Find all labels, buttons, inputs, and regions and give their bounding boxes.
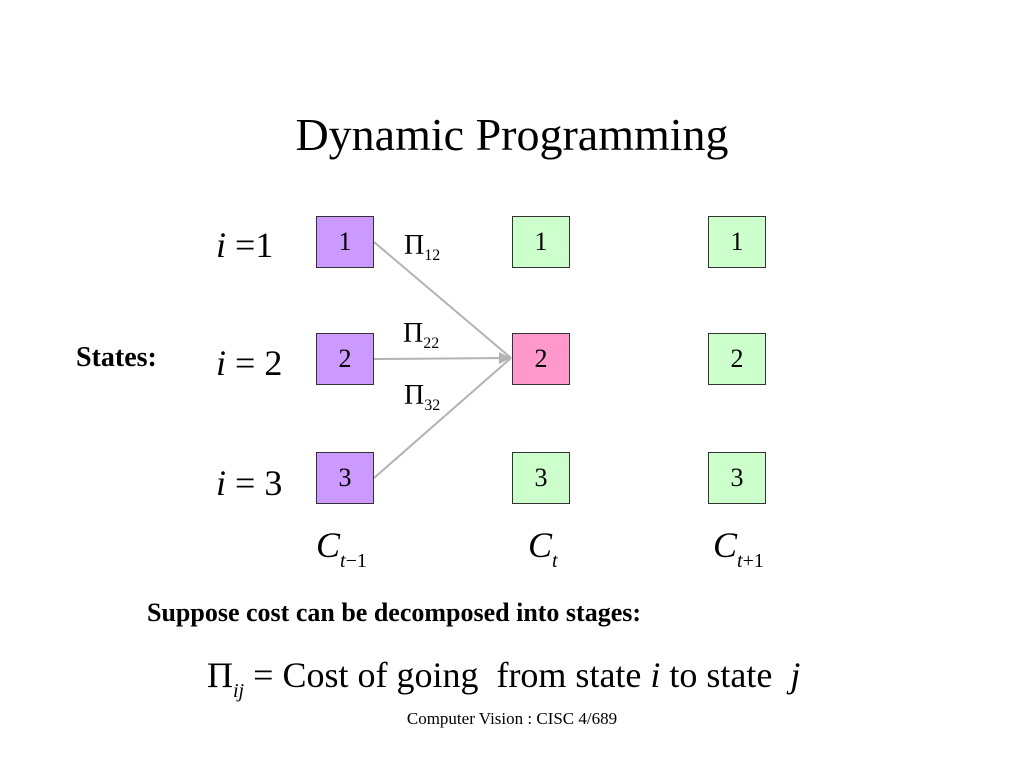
column-label-t: Ct <box>528 525 558 572</box>
edge-arrowhead <box>499 352 511 364</box>
cost-formula: Πij = Cost of going from state i to stat… <box>207 655 801 702</box>
slide-title: Dynamic Programming <box>295 109 729 160</box>
column-label-t-minus-1: Ct−1 <box>316 525 367 572</box>
edge-1-2 <box>373 241 512 359</box>
row-label-3: i = 3 <box>216 463 283 503</box>
state-box-t-plus-1-1: 1 <box>708 216 766 268</box>
state-box-t-3: 3 <box>512 452 570 504</box>
column-label-t-plus-1: Ct+1 <box>713 525 764 572</box>
state-box-t-plus-1-3: 3 <box>708 452 766 504</box>
edge-3-2 <box>373 357 512 479</box>
state-box-t-1: 1 <box>512 216 570 268</box>
edge-label-12: Π12 <box>404 230 441 264</box>
row-label-2: i = 2 <box>216 343 283 383</box>
slide-footer: Computer Vision : CISC 4/689 <box>406 709 618 728</box>
row-label-1: i =1 <box>216 225 274 265</box>
state-box-t-minus-1-1: 1 <box>316 216 374 268</box>
state-box-t-minus-1-2: 2 <box>316 333 374 385</box>
edge-label-22: Π22 <box>403 318 440 352</box>
state-box-t-2: 2 <box>512 333 570 385</box>
edge-2-2 <box>373 357 512 360</box>
states-label: States: <box>76 342 157 373</box>
state-box-t-plus-1-2: 2 <box>708 333 766 385</box>
decomposition-note: Suppose cost can be decomposed into stag… <box>147 598 642 627</box>
state-box-t-minus-1-3: 3 <box>316 452 374 504</box>
edge-label-32: Π32 <box>404 380 441 414</box>
